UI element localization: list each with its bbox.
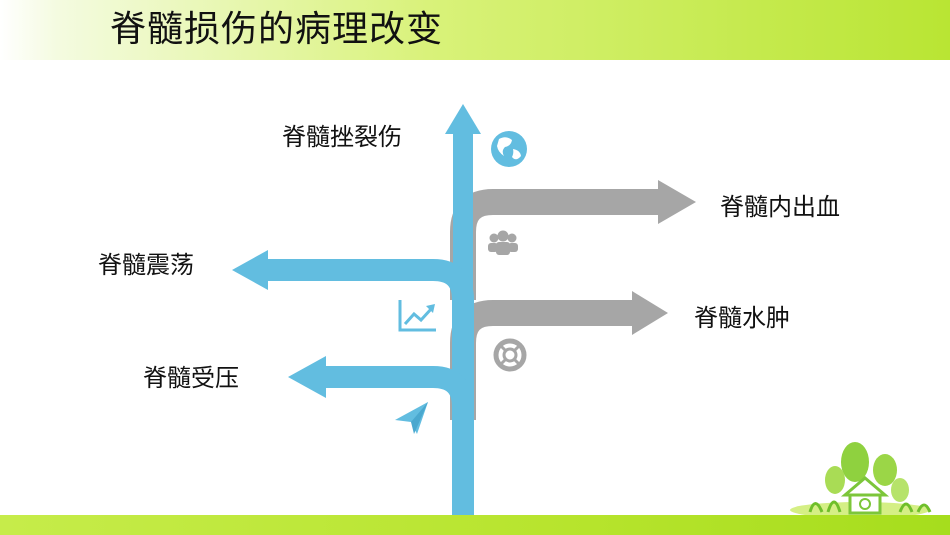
- people-icon: [488, 230, 518, 255]
- arrow-contusion-head: [445, 104, 481, 134]
- header-band: [0, 0, 950, 60]
- arrow-compression: [322, 366, 474, 535]
- slide-title: 脊髓损伤的病理改变: [110, 9, 444, 50]
- label-compression: 脊髓受压: [143, 364, 239, 392]
- arrow-concussion-head: [232, 250, 268, 290]
- label-hemorrhage: 脊髓内出血: [720, 193, 840, 221]
- arrow-concussion: [262, 259, 474, 535]
- paper-plane-icon: [395, 402, 428, 434]
- label-edema: 脊髓水肿: [694, 304, 790, 332]
- arrow-compression-head: [288, 356, 326, 398]
- globe-icon: [491, 131, 527, 167]
- label-concussion: 脊髓震荡: [98, 251, 194, 279]
- lifebuoy-icon: [493, 338, 527, 372]
- label-contusion: 脊髓挫裂伤: [282, 123, 402, 151]
- footer-band: [0, 515, 950, 535]
- arrow-edema-head: [632, 291, 668, 335]
- arrow-edema: [450, 300, 636, 420]
- eco-house-icon: [790, 442, 932, 518]
- trend-chart-icon: [398, 300, 436, 332]
- arrow-hemorrhage-head: [658, 180, 696, 224]
